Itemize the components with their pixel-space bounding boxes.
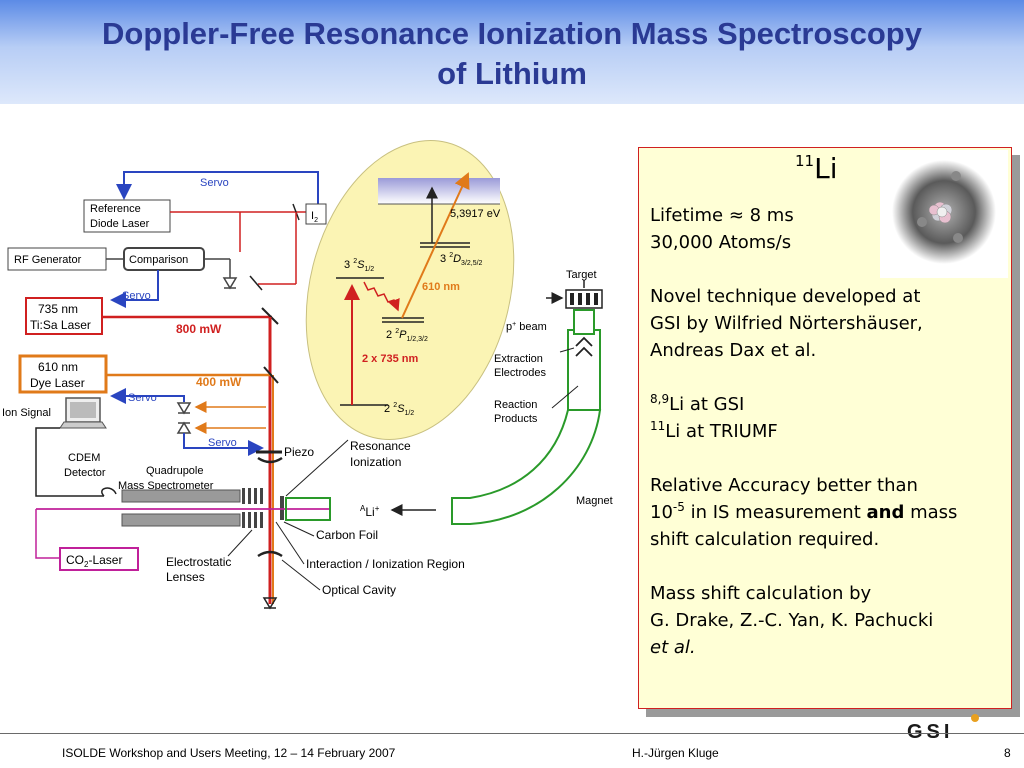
svg-text:Detector: Detector bbox=[64, 467, 106, 479]
servo-label-top: Servo bbox=[200, 177, 229, 189]
beam-tube bbox=[285, 497, 331, 521]
page-number: 8 bbox=[1004, 746, 1011, 760]
lifetime-block: Lifetime ≈ 8 ms 30,000 Atoms/s bbox=[650, 202, 1010, 256]
servo-label-low1: Servo bbox=[128, 392, 157, 404]
label-3s: 3 2S1/2 bbox=[344, 258, 374, 273]
slide-title: Doppler-Free Resonance Ionization Mass S… bbox=[0, 14, 1024, 94]
extraction-electrodes bbox=[575, 336, 593, 357]
svg-text:RF Generator: RF Generator bbox=[14, 254, 82, 266]
svg-text:735 nm: 735 nm bbox=[38, 302, 78, 316]
footer-author: H.-Jürgen Kluge bbox=[632, 746, 719, 760]
optical-cavity-label: Optical Cavity bbox=[322, 583, 396, 597]
svg-text:Comparison: Comparison bbox=[129, 254, 188, 266]
atoms-rate-line: 30,000 Atoms/s bbox=[650, 232, 792, 253]
svg-text:Diode Laser: Diode Laser bbox=[90, 218, 150, 230]
iodine-cell bbox=[305, 203, 327, 225]
proton-beam-label: p+ beam bbox=[506, 321, 547, 333]
power-400mw: 400 mW bbox=[196, 375, 242, 389]
ionization-energy: 5,3917 eV bbox=[450, 208, 501, 220]
interaction-region-label: Interaction / Ionization Region bbox=[306, 557, 465, 571]
carbon-foil-label: Carbon Foil bbox=[316, 528, 378, 542]
decay-arrow bbox=[363, 281, 400, 312]
magnet-label: Magnet bbox=[576, 495, 613, 507]
quadrupole-rod-top bbox=[121, 489, 241, 503]
cavity-mirror-top bbox=[257, 456, 283, 464]
svg-text:CO2-Laser: CO2-Laser bbox=[66, 553, 122, 569]
lifetime-line: Lifetime ≈ 8 ms bbox=[650, 205, 794, 226]
electrostatic-lens-stack bbox=[242, 488, 263, 528]
nucleus-icon bbox=[928, 201, 953, 224]
label-2x735nm: 2 x 735 nm bbox=[362, 353, 418, 365]
experimental-setup-diagram: 5,3917 eV 3 2D3/2,5/2 3 2S1/2 2 2P1/2,3/… bbox=[2, 140, 613, 610]
ionization-continuum bbox=[378, 178, 500, 204]
isotopes-block: 8,9Li at GSI 11Li at TRIUMF bbox=[650, 392, 778, 442]
svg-text:GSI: GSI bbox=[907, 721, 953, 742]
extraction-column bbox=[567, 329, 601, 411]
svg-text:Reference: Reference bbox=[90, 203, 141, 215]
cavity-mirror-bottom bbox=[257, 550, 283, 558]
quadrupole-label: Quadrupole bbox=[146, 465, 204, 477]
piezo-label: Piezo bbox=[284, 445, 314, 459]
title-banner bbox=[0, 0, 1024, 104]
electron-icon bbox=[917, 217, 927, 227]
novel-technique-block: Novel technique developed at GSI by Wilf… bbox=[650, 286, 923, 361]
servo-label-low2: Servo bbox=[208, 437, 237, 449]
dye-laser bbox=[18, 354, 108, 394]
svg-text:I2: I2 bbox=[311, 210, 318, 224]
tisa-laser bbox=[25, 297, 103, 335]
label-3d: 3 2D3/2,5/2 bbox=[440, 252, 483, 267]
servo-label-mid: Servo bbox=[122, 290, 151, 302]
reference-diode-laser bbox=[83, 199, 171, 233]
cdem-detector-icon bbox=[101, 487, 117, 497]
co2-laser bbox=[59, 547, 139, 571]
isotope-heading: 11Li bbox=[795, 152, 838, 185]
svg-text:Ti:Sa Laser: Ti:Sa Laser bbox=[30, 318, 91, 332]
computer-icon bbox=[59, 397, 107, 429]
electron-icon bbox=[951, 171, 961, 181]
footer-conference: ISOLDE Workshop and Users Meeting, 12 – … bbox=[62, 746, 396, 760]
label-610nm: 610 nm bbox=[422, 281, 460, 293]
reaction-products-label: Reaction bbox=[494, 399, 537, 411]
title-line-2: of Lithium bbox=[437, 56, 587, 91]
svg-text:610 nm: 610 nm bbox=[38, 360, 78, 374]
photodiode-icon bbox=[222, 277, 238, 290]
electrostatic-lenses-label: Electrostatic bbox=[166, 555, 231, 569]
extraction-electrodes-label: Extraction bbox=[494, 353, 543, 365]
svg-text:Ionization: Ionization bbox=[350, 455, 401, 469]
photodiode-bottom-icon bbox=[262, 597, 278, 610]
mass-shift-block: Mass shift calculation by G. Drake, Z.-C… bbox=[650, 583, 934, 658]
ion-signal-label: Ion Signal bbox=[2, 407, 51, 419]
footer-divider bbox=[0, 733, 1024, 734]
gsi-logo: GSI bbox=[907, 714, 979, 742]
atom-image bbox=[880, 150, 1008, 278]
label-2p: 2 2P1/2,3/2 bbox=[386, 328, 428, 343]
svg-text:Electrodes: Electrodes bbox=[494, 367, 546, 379]
svg-text:Lenses: Lenses bbox=[166, 570, 205, 584]
energy-level-ellipse bbox=[305, 140, 515, 440]
title-line-1: Doppler-Free Resonance Ionization Mass S… bbox=[102, 16, 922, 51]
resonance-ionization-label: Resonance bbox=[350, 439, 411, 453]
transition-610 bbox=[401, 172, 470, 319]
mirror-icon bbox=[261, 307, 279, 325]
label-2s: 2 2S1/2 bbox=[384, 402, 414, 417]
li-ion-label: ALi+ bbox=[360, 504, 380, 519]
quadrupole-rod-bottom bbox=[121, 513, 241, 527]
power-800mw: 800 mW bbox=[176, 322, 222, 336]
svg-text:Mass Spectrometer: Mass Spectrometer bbox=[118, 480, 214, 492]
accuracy-block: Relative Accuracy better than 10-5 in IS… bbox=[650, 475, 958, 550]
target-icon bbox=[565, 289, 603, 309]
cdem-label: CDEM bbox=[68, 452, 100, 464]
panel-text: Lifetime ≈ 8 ms 30,000 Atoms/s Novel tec… bbox=[650, 202, 1010, 661]
target-label: Target bbox=[566, 269, 597, 281]
svg-text:Products: Products bbox=[494, 413, 538, 425]
electron-icon bbox=[953, 233, 963, 243]
svg-text:Dye Laser: Dye Laser bbox=[30, 376, 85, 390]
